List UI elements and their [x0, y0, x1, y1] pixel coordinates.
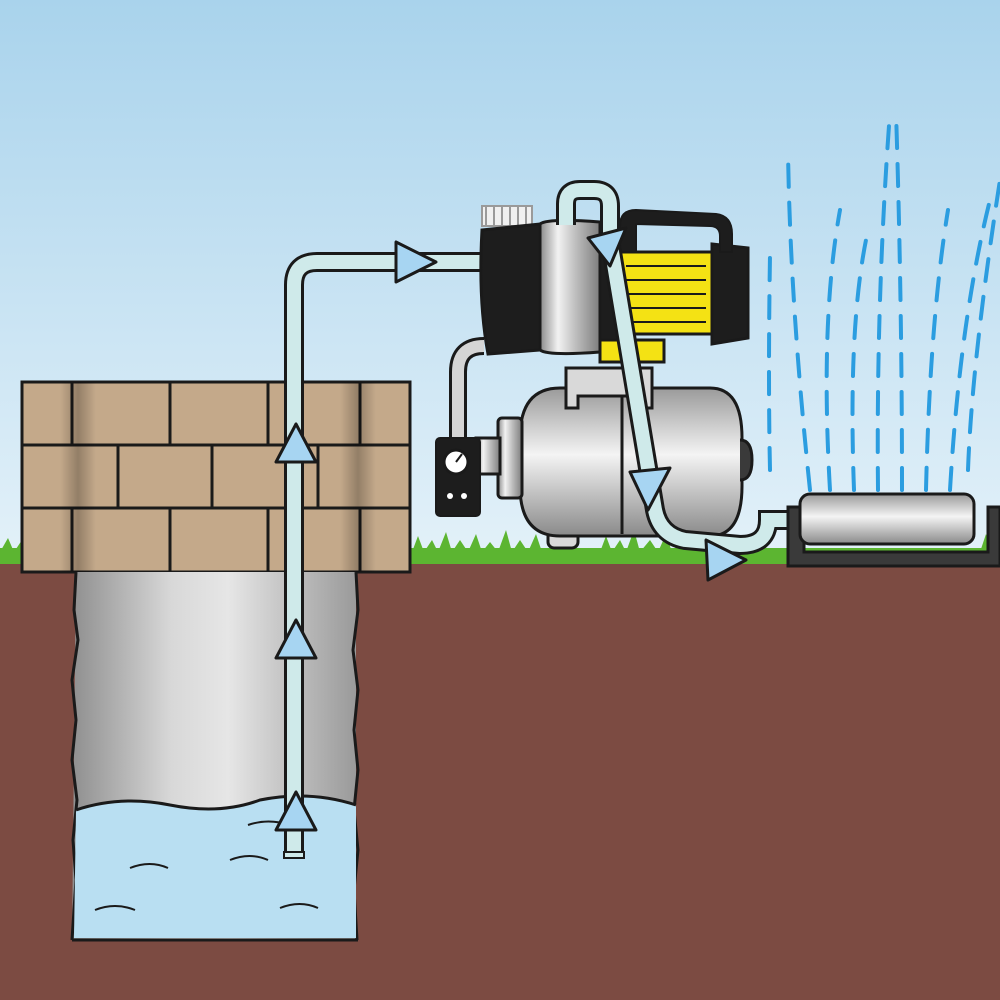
- flow-arrow-right-icon: [394, 240, 438, 284]
- garden-pump: [479, 205, 750, 364]
- flow-arrow-down-icon: [628, 466, 672, 512]
- suction-pipe: [283, 252, 488, 859]
- well-water: [74, 794, 357, 938]
- pressure-gauge: [435, 437, 481, 517]
- sprinkler: [786, 492, 1000, 568]
- connector-pipe: [449, 337, 485, 440]
- flow-arrow-up-icon: [274, 790, 318, 832]
- flow-arrow-right-icon: [704, 538, 748, 582]
- flow-arrows: [274, 226, 748, 832]
- water-spray: [767, 110, 1000, 492]
- flow-arrow-down-icon: [586, 226, 628, 268]
- flow-arrow-up-icon: [274, 422, 318, 464]
- brick-wall: [20, 380, 412, 574]
- flow-arrow-up-icon: [274, 618, 318, 660]
